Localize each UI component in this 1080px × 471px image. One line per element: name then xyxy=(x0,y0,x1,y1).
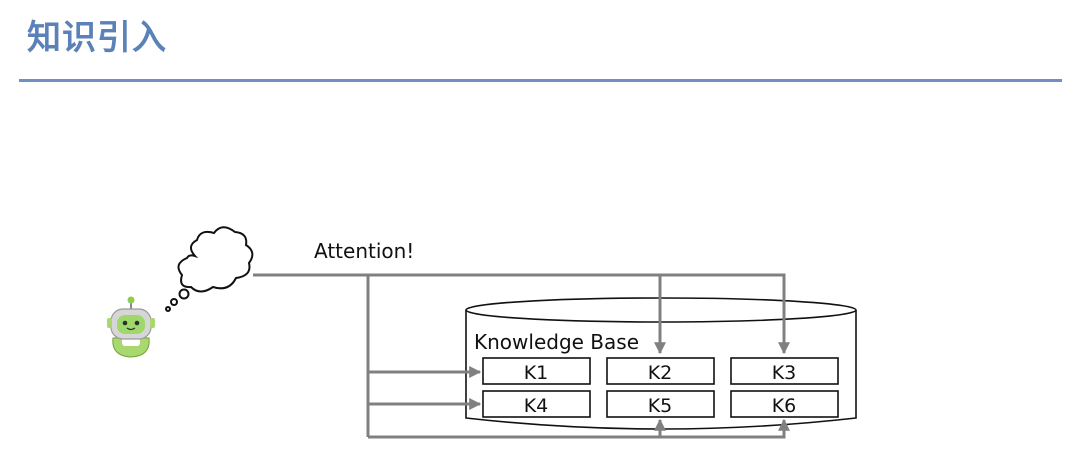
attention-label: Attention! xyxy=(314,239,414,263)
knowledge-item-k1-label: K1 xyxy=(524,362,549,384)
knowledge-base-label: Knowledge Base xyxy=(474,330,639,354)
knowledge-item-k5-box xyxy=(606,390,715,418)
knowledge-item-k6-label: K6 xyxy=(772,395,797,417)
knowledge-item-k2-label: K2 xyxy=(648,362,673,384)
knowledge-item-k4-box xyxy=(482,390,591,418)
thought-bubble-icon xyxy=(165,226,254,312)
knowledge-item-k1-box xyxy=(482,357,591,385)
knowledge-item-k3-label: K3 xyxy=(772,362,797,384)
robot-icon xyxy=(107,296,155,358)
title-divider xyxy=(19,79,1062,82)
knowledge-item-k5-label: K5 xyxy=(648,395,673,417)
knowledge-item-k2-box xyxy=(606,357,715,385)
attention-arrows xyxy=(253,273,790,439)
knowledge-item-k3-box xyxy=(730,357,839,385)
knowledge-item-k6-box xyxy=(730,390,839,418)
knowledge-item-k4-label: K4 xyxy=(524,395,549,417)
slide-title: 知识引入 xyxy=(27,18,167,58)
knowledge-item-boxes xyxy=(482,357,839,418)
